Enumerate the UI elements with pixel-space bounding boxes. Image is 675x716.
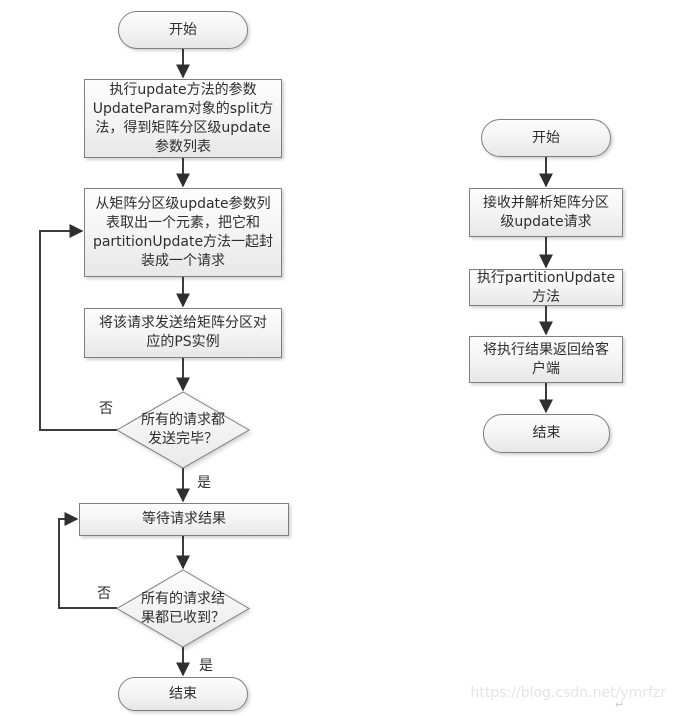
diamond-shape [115,391,251,469]
decision-text: 所有的请求都 发送完毕？ [117,392,249,468]
right-end-terminator: 结束 [483,414,610,453]
branch-label-no-1: 否 [99,401,113,417]
process-line: 将该请求发送给矩阵分区对 [99,315,267,331]
watermark-url: https://blog.csdn.net/ymrfzr [470,685,666,701]
process-line: 接收并解析矩阵分区 [483,194,609,211]
right-start-terminator: 开始 [481,119,611,157]
process-line: 参数列表 [155,138,211,155]
left-decision-all-sent: 所有的请求都 发送完毕？ [115,391,251,469]
process-line: 等待请求结果 [142,511,226,527]
process-line: 级update请求 [500,213,592,230]
process-line: partitionUpdate方法一起封 [92,233,274,250]
process-line: 执行update方法的参数 [109,81,257,98]
branch-label-yes-2: 是 [199,658,213,674]
left-start-terminator: 开始 [118,11,248,49]
decision-line: 所有的请求都 [141,412,225,428]
left-process-send-to-ps: 将该请求发送给矩阵分区对 应的PS实例 [84,308,282,358]
loop-no-diamond1-box2 [39,224,117,431]
decision-text: 所有的请求结 果都已收到？ [117,570,249,647]
left-process-wait-results: 等待请求结果 [79,503,289,536]
decision-line: 果都已收到？ [141,609,225,626]
process-line: 户端 [532,360,560,377]
left-decision-all-received: 所有的请求结 果都已收到？ [116,569,250,648]
process-line: 装成一个请求 [141,252,225,269]
left-process-wrap-request: 从矩阵分区级update参数列 表取出一个元素，把它和 partitionUpd… [84,188,282,277]
right-process-return-result: 将执行结果返回给客 户端 [469,336,623,383]
right-process-partition-update: 执行partitionUpdate 方法 [469,269,623,306]
process-line: 法，得到矩阵分区级update [95,119,271,136]
process-line: 应的PS实例 [146,334,220,350]
decision-line: 所有的请求结 [141,590,225,607]
process-line: 表取出一个元素，把它和 [106,214,260,231]
left-process-split-params: 执行update方法的参数 UpdateParam对象的split方 法，得到矩… [84,79,282,158]
process-line: 将执行结果返回给客 [483,341,609,358]
process-line: 方法 [532,288,560,305]
right-end-label: 结束 [532,425,561,441]
left-end-terminator: 结束 [118,677,248,711]
process-line: 从矩阵分区级update参数列 [95,195,271,212]
left-end-label: 结束 [169,685,197,702]
process-line: UpdateParam对象的split方 [92,100,274,117]
branch-label-no-2: 否 [97,586,111,602]
diamond-shape [116,569,250,648]
branch-label-yes-1: 是 [197,475,211,491]
left-start-label: 开始 [169,21,197,38]
right-start-label: 开始 [532,129,560,146]
decision-line: 发送完毕？ [148,431,218,447]
loop-no-diamond2-box4 [58,512,117,609]
process-line: 执行partitionUpdate [476,269,616,286]
paragraph-return-mark: ↵ [615,698,625,711]
right-process-receive-parse: 接收并解析矩阵分区 级update请求 [469,188,623,237]
